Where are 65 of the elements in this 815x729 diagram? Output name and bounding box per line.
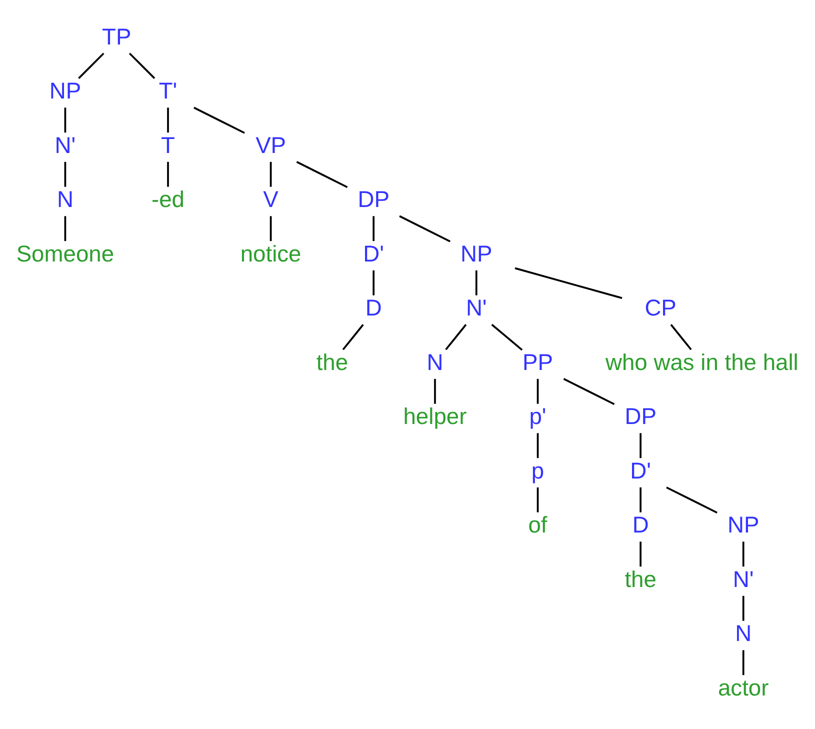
connector bbox=[167, 162, 169, 187]
node-text: V bbox=[263, 186, 278, 212]
node-text: VP bbox=[256, 132, 286, 158]
connector bbox=[434, 378, 436, 404]
node-text: p' bbox=[529, 403, 546, 430]
connector bbox=[194, 106, 245, 134]
connector bbox=[372, 216, 375, 242]
connector bbox=[167, 108, 169, 133]
node-text: NP bbox=[49, 78, 82, 104]
connector bbox=[445, 324, 467, 350]
node-text: DP bbox=[358, 186, 390, 212]
connector bbox=[670, 324, 692, 350]
node-text: NP bbox=[728, 512, 760, 538]
connector bbox=[536, 378, 539, 404]
connector bbox=[64, 216, 66, 242]
node-text: of bbox=[528, 512, 548, 538]
node-text: actor bbox=[718, 674, 769, 700]
connector bbox=[666, 486, 718, 514]
connector bbox=[399, 215, 451, 242]
node-text: T' bbox=[158, 78, 178, 104]
connector bbox=[128, 52, 156, 79]
connector bbox=[640, 487, 642, 512]
connector bbox=[742, 650, 744, 676]
node-text: T bbox=[161, 132, 175, 158]
node-text: D bbox=[365, 294, 382, 321]
connector bbox=[78, 52, 104, 79]
connector bbox=[270, 216, 272, 242]
node-text: N' bbox=[466, 294, 487, 321]
connector bbox=[491, 324, 523, 351]
node-text: TP bbox=[102, 23, 132, 50]
connector bbox=[536, 433, 539, 458]
node-text: -ed bbox=[152, 186, 185, 212]
node-text: D' bbox=[363, 240, 384, 266]
connector bbox=[475, 270, 478, 296]
node-text: D' bbox=[630, 457, 651, 484]
node-text: the bbox=[624, 566, 656, 592]
connector bbox=[270, 162, 272, 187]
node-text: p bbox=[531, 457, 544, 484]
node-text: notice bbox=[240, 240, 302, 266]
connector bbox=[372, 270, 375, 296]
connector bbox=[640, 542, 642, 567]
node-text: N bbox=[426, 348, 444, 375]
connector bbox=[342, 324, 364, 350]
node-text: D bbox=[632, 512, 649, 538]
node-text: who was in the hall bbox=[606, 348, 798, 375]
node-text: NP bbox=[460, 240, 492, 266]
connector bbox=[514, 267, 622, 299]
connector bbox=[64, 162, 66, 187]
node-text: the bbox=[316, 348, 348, 375]
connector bbox=[296, 161, 348, 188]
node-text: DP bbox=[624, 403, 656, 430]
node-text: N bbox=[735, 620, 752, 646]
node-text: PP bbox=[522, 348, 554, 375]
node-text: N' bbox=[54, 132, 76, 158]
node-text: CP bbox=[644, 294, 676, 321]
node-text: N' bbox=[732, 566, 754, 592]
connector bbox=[64, 108, 66, 133]
connector bbox=[640, 433, 642, 458]
connector bbox=[536, 487, 539, 512]
node-text: helper bbox=[403, 403, 467, 430]
connector bbox=[742, 542, 744, 567]
connector bbox=[742, 596, 744, 621]
node-text: N bbox=[56, 186, 74, 212]
connector bbox=[563, 378, 615, 405]
node-text: Someone bbox=[16, 240, 114, 266]
